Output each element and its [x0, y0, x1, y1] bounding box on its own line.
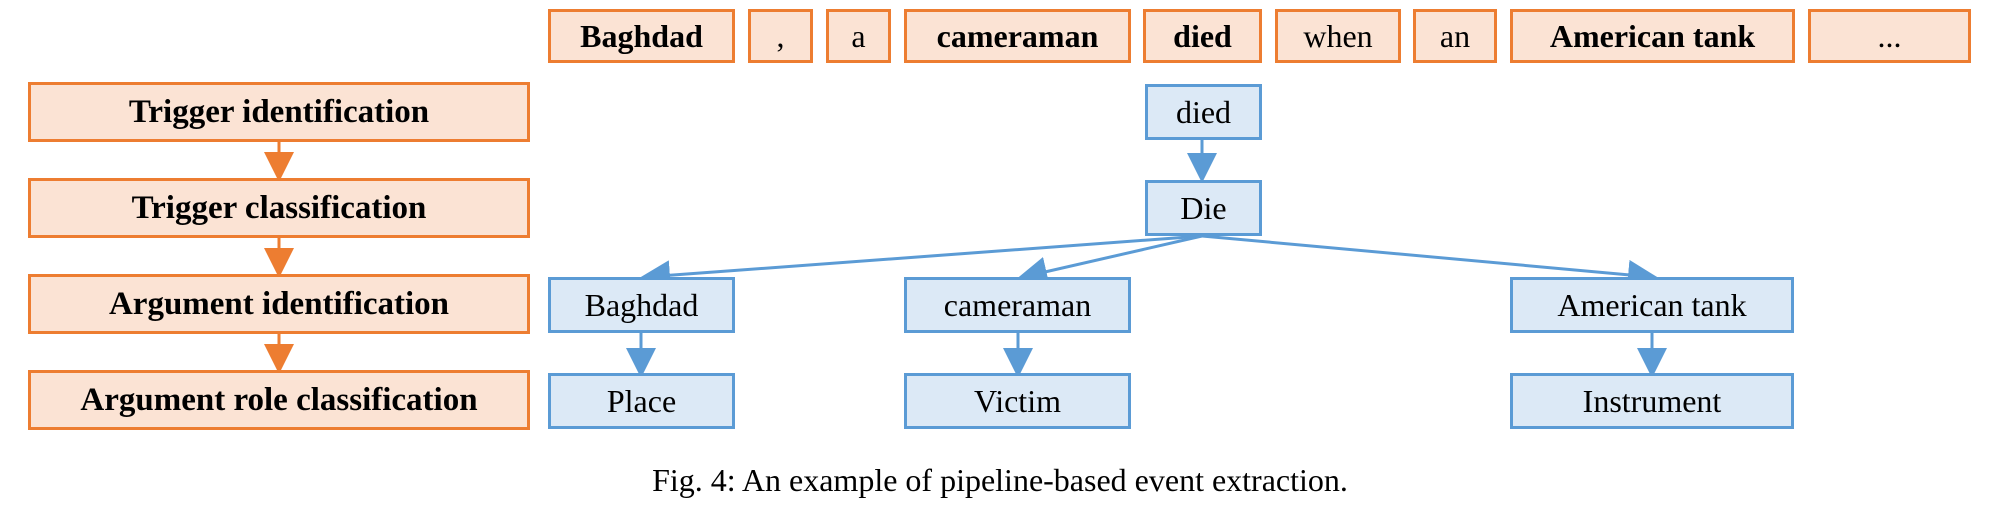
argument-node-baghdad: Baghdad — [548, 277, 735, 333]
type-to-baghdad-arrow — [640, 234, 1203, 291]
token-a: a — [826, 9, 891, 63]
token-when: when — [1275, 9, 1401, 63]
role-node-victim: Victim — [904, 373, 1131, 429]
stage-trigger-identification: Trigger identification — [28, 82, 530, 142]
token-an: an — [1413, 9, 1497, 63]
type-to-american-tank-arrow — [1201, 234, 1658, 290]
type-to-cameraman-arrow — [1017, 234, 1203, 287]
token-american-tank: American tank — [1510, 9, 1795, 63]
token-comma: , — [748, 9, 813, 63]
argument-node-american-tank: American tank — [1510, 277, 1794, 333]
stage-trigger-classification: Trigger classification — [28, 178, 530, 238]
trigger-type-node: Die — [1145, 180, 1262, 236]
token-baghdad: Baghdad — [548, 9, 735, 63]
stage-argument-role-classification: Argument role classification — [28, 370, 530, 430]
role-node-instrument: Instrument — [1510, 373, 1794, 429]
token-cameraman: cameraman — [904, 9, 1131, 63]
argument-node-cameraman: cameraman — [904, 277, 1131, 333]
token-ellipsis: ... — [1808, 9, 1971, 63]
stage-argument-identification: Argument identification — [28, 274, 530, 334]
figure-caption: Fig. 4: An example of pipeline-based eve… — [652, 462, 1348, 498]
trigger-word-node: died — [1145, 84, 1262, 140]
role-node-place: Place — [548, 373, 735, 429]
token-died: died — [1143, 9, 1262, 63]
